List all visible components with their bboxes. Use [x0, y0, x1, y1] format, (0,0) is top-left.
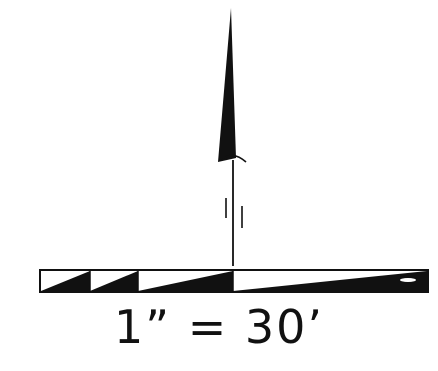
north-arrow-head — [218, 8, 236, 162]
north-arrow-curl — [221, 154, 247, 163]
north-arrow-icon — [218, 8, 247, 266]
scale-ratio-label: 1” = 30’ — [113, 300, 325, 354]
graphic-scale-bar — [39, 269, 429, 293]
scale-segment-1 — [41, 271, 90, 291]
scale-end-mark — [400, 278, 416, 282]
scale-segment-3 — [138, 271, 233, 291]
scale-segment-4 — [233, 271, 427, 291]
scale-segment-2 — [90, 271, 138, 291]
